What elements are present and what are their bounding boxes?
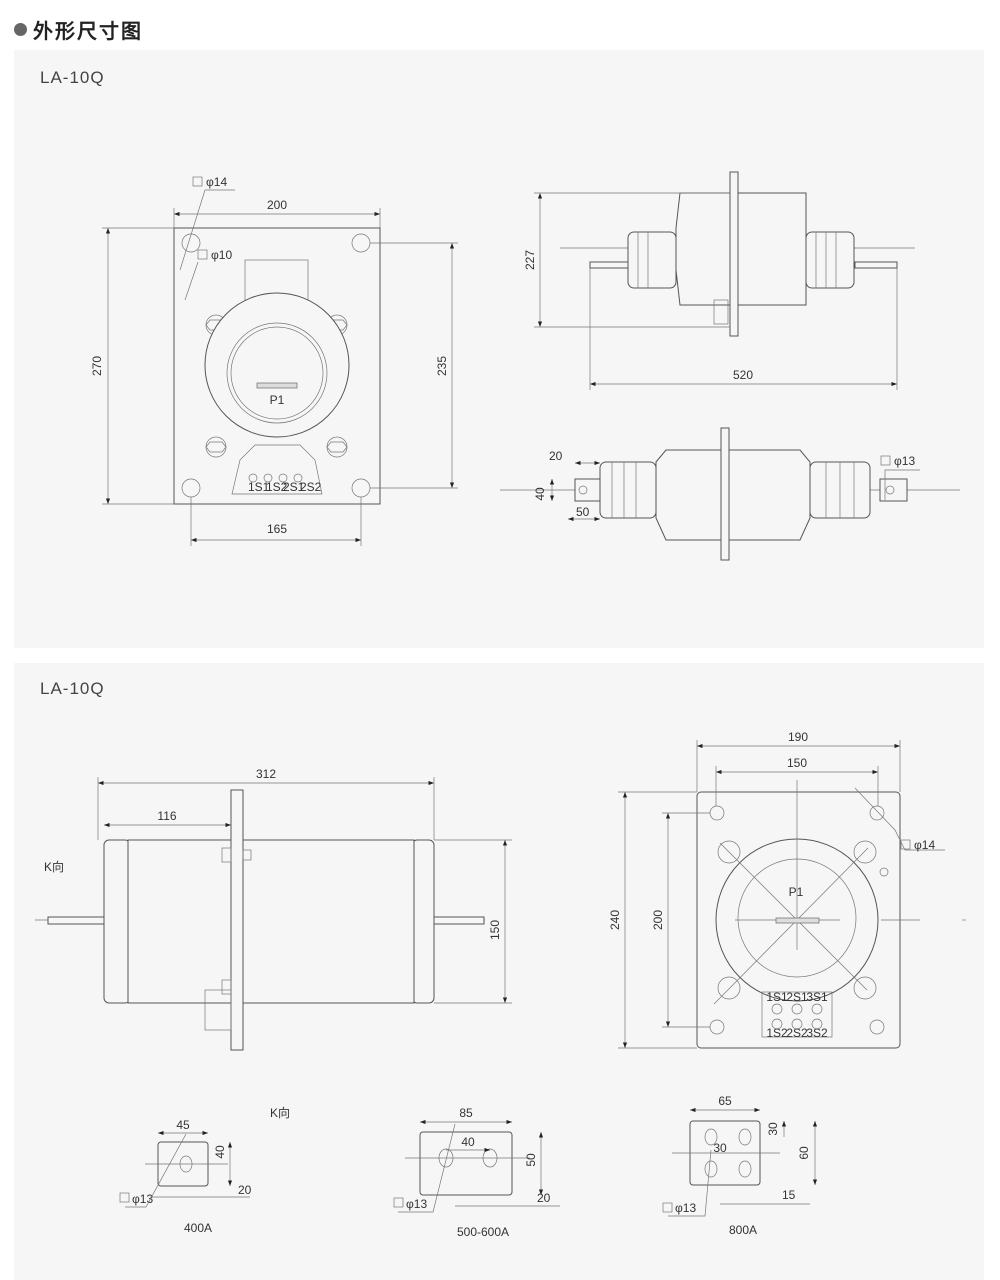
detail-400a: 45 40 20 φ13 400A bbox=[119, 1118, 252, 1235]
hole-label-phi10: φ10 bbox=[211, 248, 232, 262]
dim-312: 312 bbox=[256, 767, 276, 781]
caption-500-600a: 500-600A bbox=[457, 1225, 509, 1239]
terminal-label: 1S2 bbox=[766, 1026, 788, 1040]
front-view-2: P1 1S1 2S1 3S1 1S2 2S2 3S2 190 150 240 2… bbox=[608, 730, 966, 1049]
terminal-label: 3S1 bbox=[806, 990, 828, 1004]
k-direction-label: K向 bbox=[44, 859, 64, 874]
p1-label: P1 bbox=[270, 393, 285, 407]
dim-30: 30 bbox=[766, 1122, 780, 1136]
p1-label: P1 bbox=[789, 885, 804, 899]
dim-50: 50 bbox=[576, 505, 590, 519]
dim-240: 240 bbox=[608, 910, 622, 930]
dim-270: 270 bbox=[90, 356, 104, 376]
dim-200: 200 bbox=[267, 198, 287, 212]
dim-40: 40 bbox=[461, 1135, 475, 1149]
terminal-label: 2S1 bbox=[786, 990, 808, 1004]
terminal-label: 2S1 bbox=[283, 480, 305, 494]
hole-label-phi14: φ14 bbox=[206, 175, 227, 189]
dim-190: 190 bbox=[788, 730, 808, 744]
dim-30: 30 bbox=[713, 1141, 727, 1155]
section-title: 外形尺寸图 bbox=[33, 18, 143, 43]
dim-65: 65 bbox=[718, 1094, 732, 1108]
side-view-1: 227 520 bbox=[523, 171, 915, 390]
dim-50: 50 bbox=[524, 1153, 538, 1167]
section-header: 外形尺寸图 bbox=[14, 14, 143, 44]
hole-label-phi13: φ13 bbox=[406, 1197, 427, 1211]
hole-label-phi13: φ13 bbox=[675, 1201, 696, 1215]
detail-500-600a: 85 40 50 20 φ13 500-600A bbox=[393, 1106, 560, 1239]
terminal-label: 3S2 bbox=[806, 1026, 828, 1040]
dim-116: 116 bbox=[157, 809, 176, 823]
dim-20: 20 bbox=[238, 1183, 252, 1197]
dim-200: 200 bbox=[651, 910, 665, 930]
front-view-1: P1 1S1 1S2 2S1 2S2 200 270 235 165 φ14 φ… bbox=[90, 175, 458, 546]
hole-label-phi13: φ13 bbox=[894, 454, 915, 468]
bottom-view-1: 20 40 50 φ13 bbox=[500, 427, 960, 561]
caption-800a: 800A bbox=[729, 1223, 757, 1237]
dim-165: 165 bbox=[267, 522, 287, 536]
dim-40: 40 bbox=[533, 487, 547, 501]
model-label: LA-10Q bbox=[40, 68, 105, 87]
dim-227: 227 bbox=[523, 250, 537, 270]
terminal-label: 1S2 bbox=[266, 480, 288, 494]
dim-60: 60 bbox=[797, 1146, 811, 1160]
terminal-label: 2S2 bbox=[786, 1026, 808, 1040]
side-view-2: 312 116 150 K向 bbox=[35, 767, 512, 1051]
dim-20: 20 bbox=[537, 1191, 551, 1205]
detail-800a: 65 30 60 30 15 φ13 800A bbox=[662, 1094, 818, 1237]
dim-235: 235 bbox=[435, 356, 449, 376]
dim-45: 45 bbox=[176, 1118, 190, 1132]
terminal-label: 1S1 bbox=[766, 990, 788, 1004]
dim-150: 150 bbox=[787, 756, 807, 770]
dim-85: 85 bbox=[459, 1106, 473, 1120]
dim-40: 40 bbox=[213, 1145, 227, 1159]
dim-20: 20 bbox=[549, 449, 563, 463]
model-label: LA-10Q bbox=[40, 679, 105, 698]
k-view-label: K向 bbox=[270, 1105, 290, 1120]
dim-150: 150 bbox=[488, 920, 502, 940]
caption-400a: 400A bbox=[184, 1221, 212, 1235]
dim-15: 15 bbox=[782, 1188, 796, 1202]
terminal-label: 1S1 bbox=[248, 480, 270, 494]
bullet-icon bbox=[14, 22, 27, 36]
terminal-label: 2S2 bbox=[300, 480, 322, 494]
dim-520: 520 bbox=[733, 368, 753, 382]
hole-label-phi14: φ14 bbox=[914, 838, 935, 852]
